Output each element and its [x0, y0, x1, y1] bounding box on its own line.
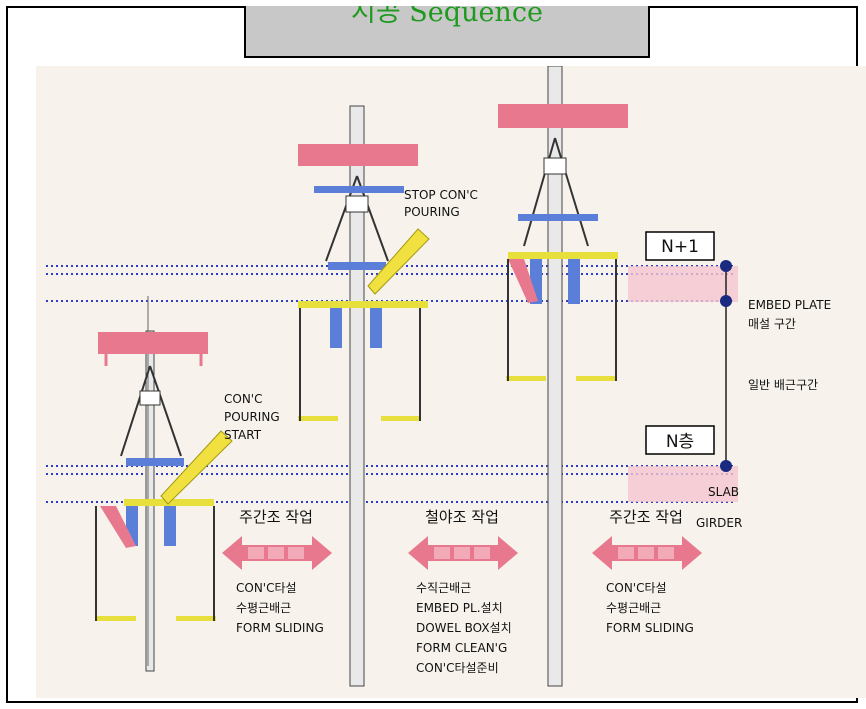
- svg-text:매설 구간: 매설 구간: [748, 317, 796, 331]
- level-top-label: N+1: [661, 237, 699, 257]
- column-1-top-deck: [98, 332, 208, 354]
- slab-label: SLAB: [708, 485, 739, 499]
- column-2-blue-beam: [328, 262, 386, 270]
- svg-text:START: START: [224, 428, 262, 442]
- svg-text:CON'C: CON'C: [224, 392, 262, 406]
- stage-3-task: CON'C타설: [606, 581, 667, 595]
- svg-text:EMBED PLATE: EMBED PLATE: [748, 298, 831, 312]
- stage-2-task: 수직근배근: [416, 581, 471, 595]
- slide-frame: 시공 Sequence: [6, 6, 858, 703]
- girder-label: GIRDER: [696, 516, 742, 530]
- stage-3-task: FORM SLIDING: [606, 621, 694, 635]
- stage-1-task: FORM SLIDING: [236, 621, 324, 635]
- stage-3-task: 수평근배근: [606, 601, 661, 615]
- column-1-blue-beam: [126, 458, 184, 466]
- column-2-top-deck: [298, 144, 418, 166]
- column-3-jack: [544, 158, 566, 174]
- column-1-jack: [140, 391, 160, 405]
- svg-text:POURING: POURING: [224, 410, 280, 424]
- level-bottom-label: N층: [666, 432, 694, 452]
- embed-zone-slab: [628, 266, 738, 302]
- column-2-jack: [346, 196, 368, 212]
- svg-text:STOP CON'C: STOP CON'C: [404, 188, 478, 202]
- page-title: 시공 Sequence: [246, 6, 648, 29]
- stage-2-heading: 철야조 작업: [425, 508, 499, 526]
- stage-3-heading: 주간조 작업: [609, 508, 683, 526]
- svg-text:POURING: POURING: [404, 205, 460, 219]
- stage-1-heading: 주간조 작업: [239, 508, 313, 526]
- title-box: 시공 Sequence: [244, 6, 650, 58]
- stage-2-task: EMBED PL.설치: [416, 601, 503, 615]
- column-3-top-deck: [498, 104, 628, 128]
- column-2-yellow-platform: [298, 301, 428, 308]
- stage-2-task: DOWEL BOX설치: [416, 621, 512, 635]
- stage-1-task: CON'C타설: [236, 581, 297, 595]
- normal-zone-label: 일반 배근구간: [748, 378, 818, 392]
- column-3-yellow-platform: [508, 252, 618, 259]
- stage-1-task: 수평근배근: [236, 601, 291, 615]
- construction-sequence-diagram: STOP CON'C POURING CON'C POURING START N…: [36, 66, 866, 698]
- stage-2-task: FORM CLEAN'G: [416, 641, 507, 655]
- stage-2-task: CON'C타설준비: [416, 661, 499, 675]
